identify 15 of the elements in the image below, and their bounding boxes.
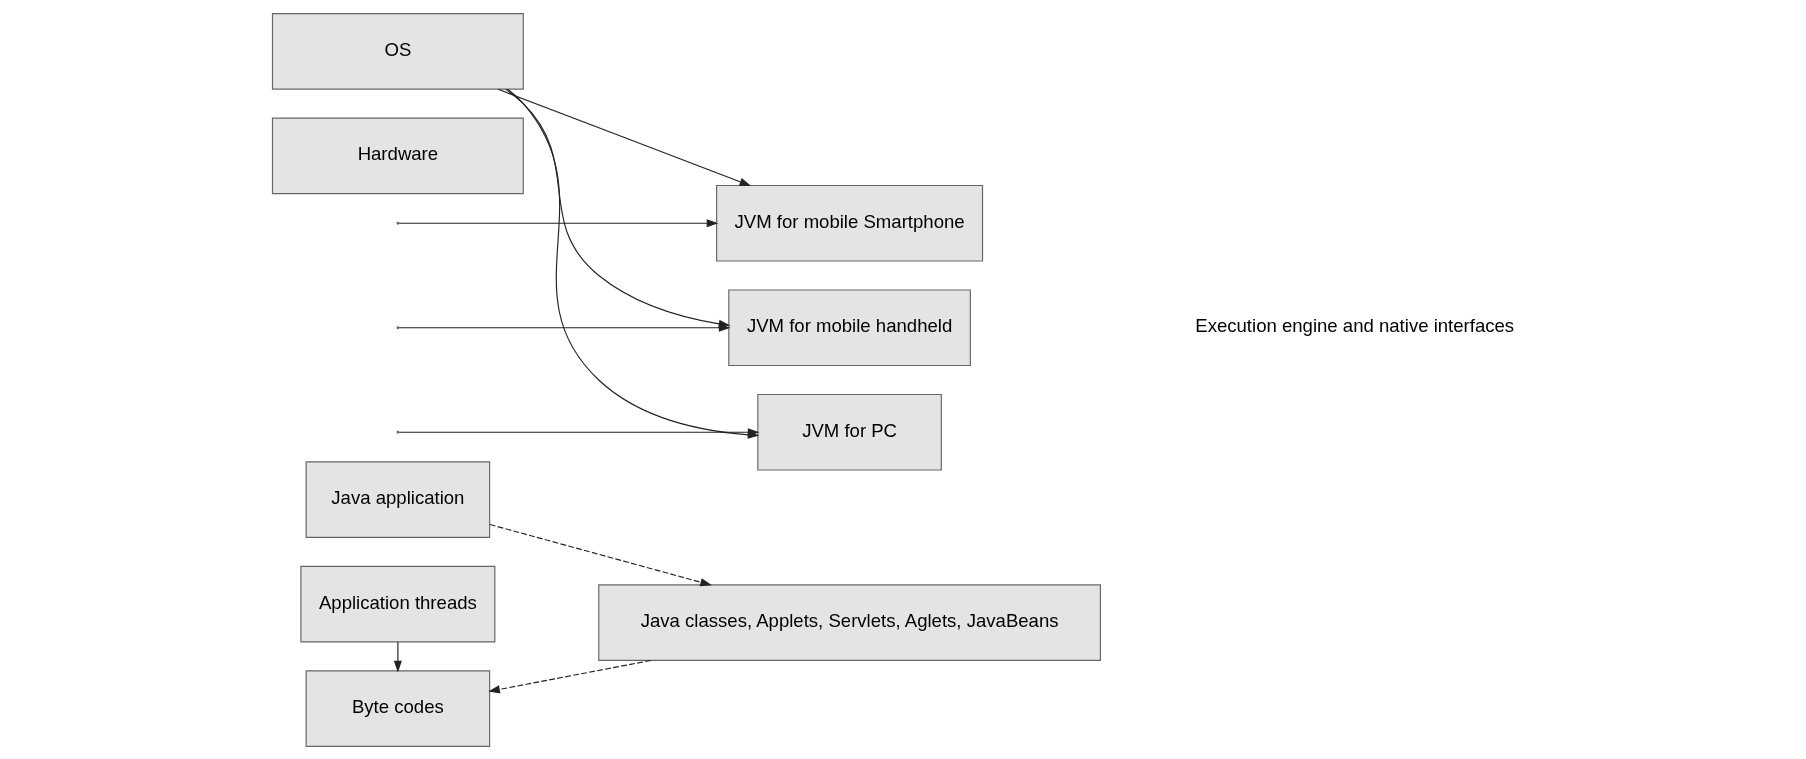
- node-box: JVM for PC: [757, 393, 942, 471]
- arrow: [497, 88, 752, 186]
- node-box: OS: [271, 12, 524, 90]
- node-box: Application threads: [300, 565, 496, 642]
- node-box: Hardware: [271, 117, 524, 194]
- node-box: Byte codes: [305, 669, 491, 747]
- node-box: JVM for mobile handheld: [728, 288, 971, 366]
- label: Execution engine and native interfaces: [1195, 314, 1515, 336]
- arrow: [398, 218, 719, 227]
- node-box: Java classes, Applets, Servlets, Aglets, JavaBeans: [598, 583, 1101, 661]
- node-box: Java application: [305, 460, 491, 538]
- node-box: JVM for mobile Smartphone: [716, 184, 984, 262]
- arrow: [489, 523, 712, 586]
- arrow: [393, 640, 402, 672]
- arrow: [488, 659, 652, 693]
